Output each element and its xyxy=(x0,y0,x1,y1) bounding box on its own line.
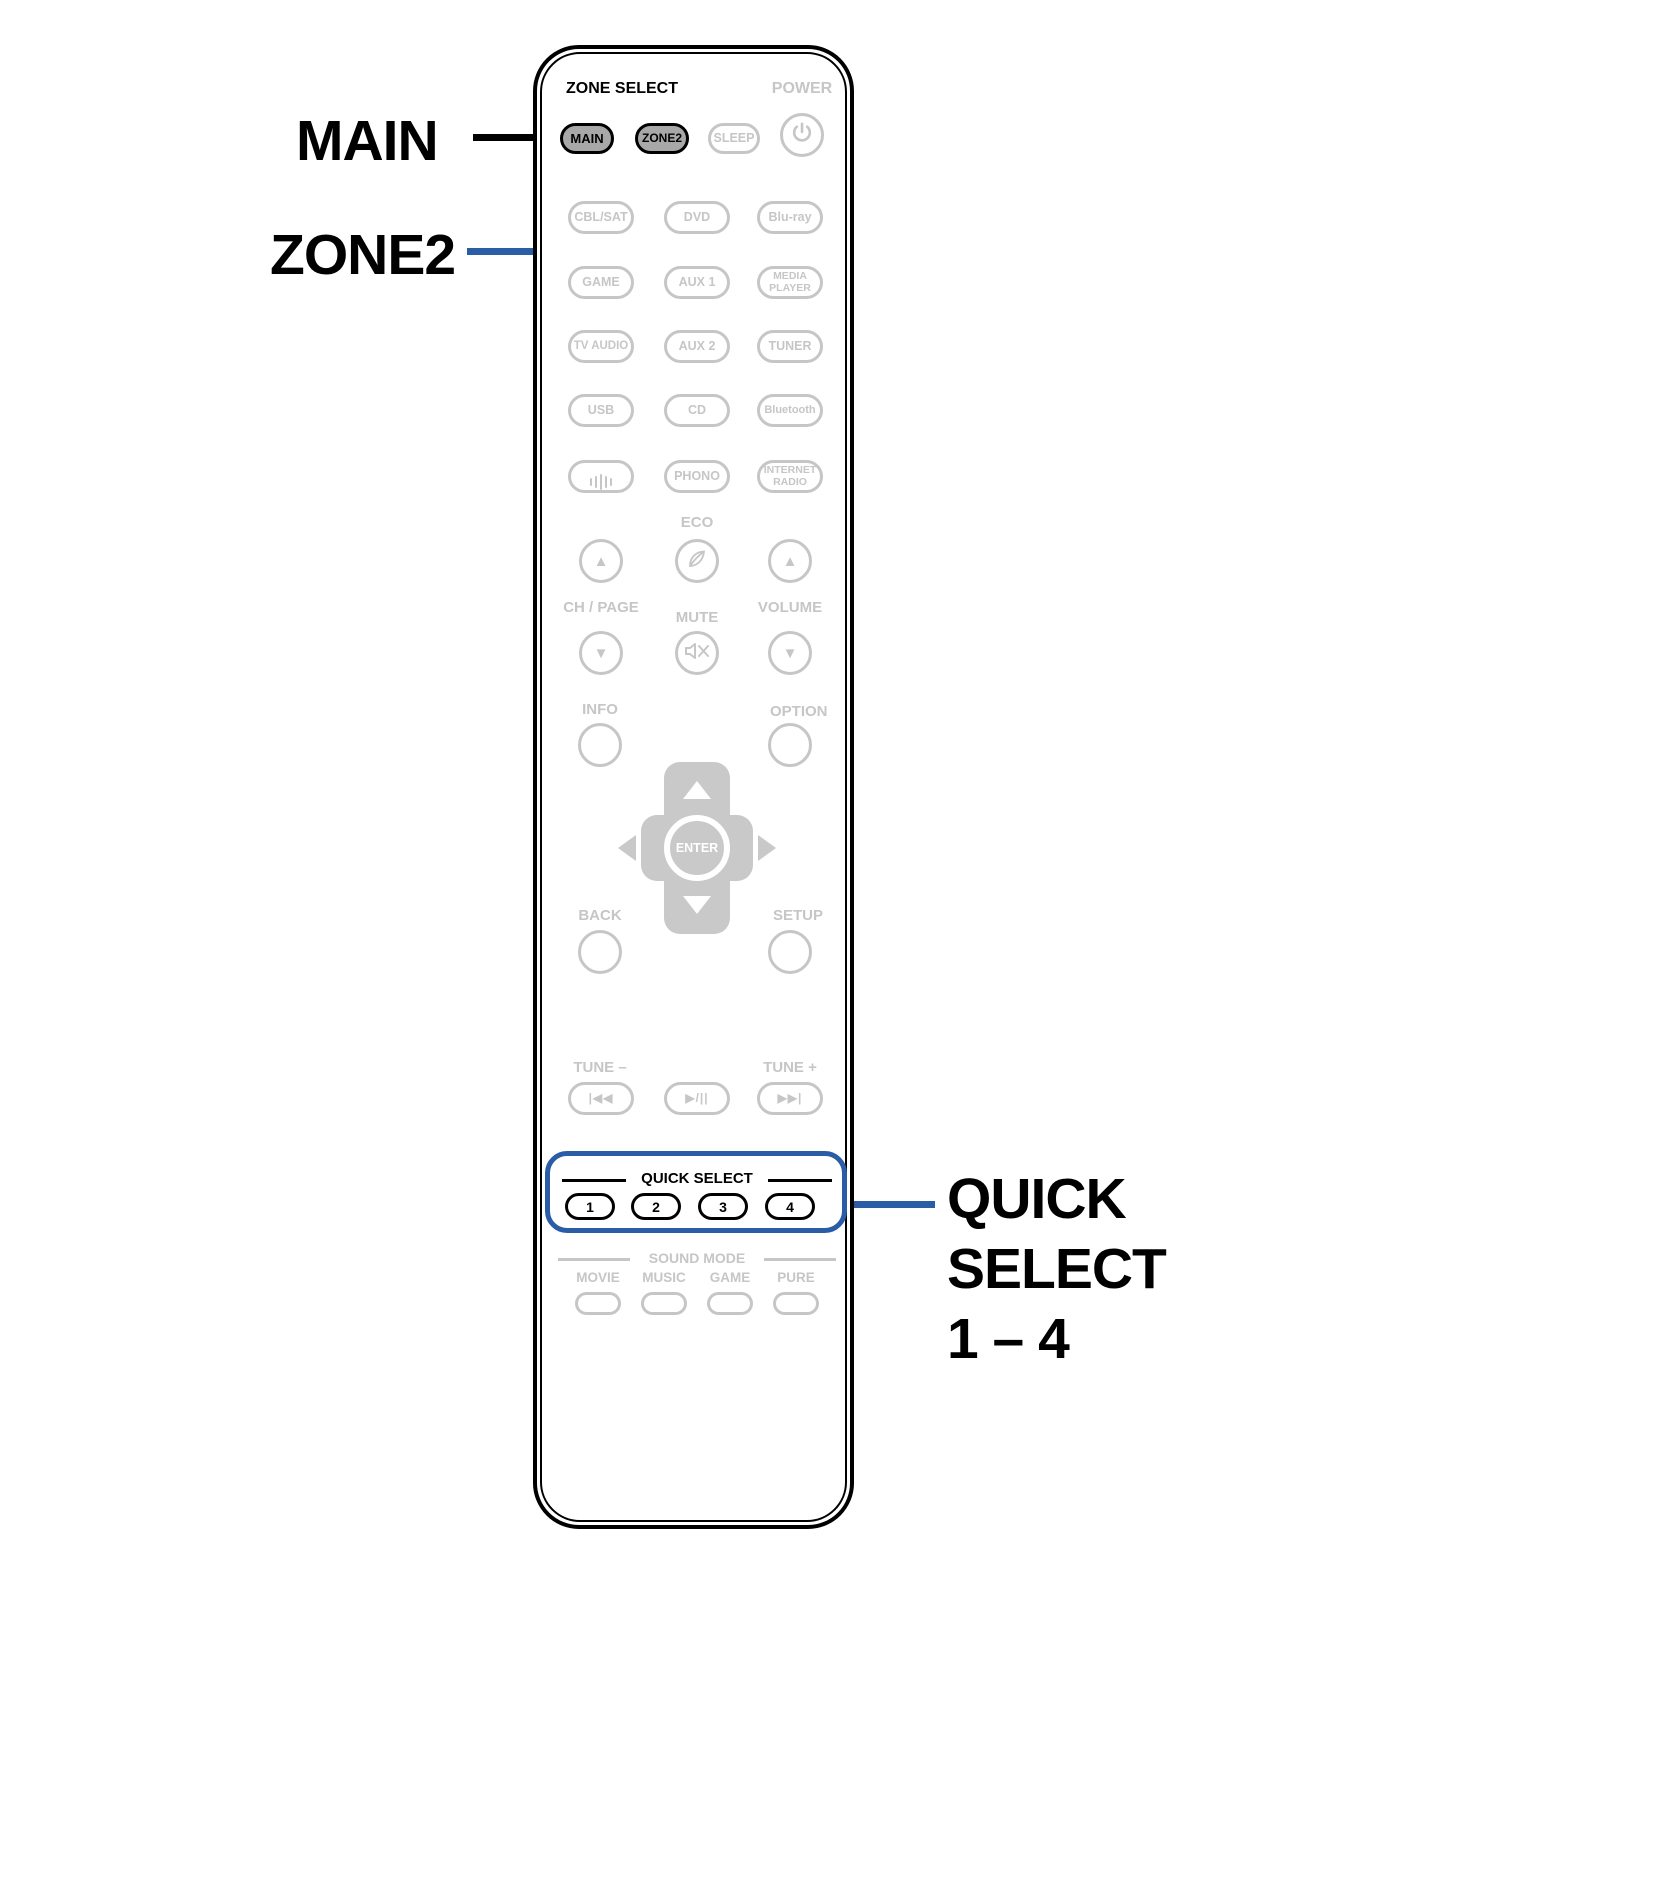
source-button-tv-audio: TV AUDIO xyxy=(568,330,634,363)
quick-select-1-button: 1 xyxy=(565,1193,615,1220)
quick-select-rule-left xyxy=(562,1179,626,1182)
dpad-down-icon xyxy=(683,896,711,914)
quick-select-label: QUICK SELECT xyxy=(641,1170,753,1187)
volume-label: VOLUME xyxy=(757,599,823,616)
down-triangle-icon: ▼ xyxy=(593,644,609,662)
source-button-tuner: TUNER xyxy=(757,330,823,363)
sound-mode-game-button xyxy=(707,1292,753,1315)
dpad-up-icon xyxy=(683,781,711,799)
quick-select-highlight-box xyxy=(545,1151,847,1233)
up-triangle-icon: ▲ xyxy=(593,552,609,570)
eco-label: ECO xyxy=(680,514,714,531)
source-button-audio-eq xyxy=(568,460,634,493)
power-button xyxy=(780,113,824,157)
sound-mode-rule-right xyxy=(764,1258,836,1261)
sound-mode-rule-left xyxy=(558,1258,630,1261)
source-button-blu-ray: Blu-ray xyxy=(757,201,823,234)
source-button-usb: USB xyxy=(568,394,634,427)
option-label: OPTION xyxy=(770,703,828,720)
skip-back-button: |◀◀ xyxy=(568,1082,634,1115)
zone-select-label: ZONE SELECT xyxy=(566,80,679,97)
ch-page-label: CH / PAGE xyxy=(563,599,639,616)
power-icon xyxy=(789,120,815,151)
source-button-bluetooth: Bluetooth xyxy=(757,394,823,427)
sound-mode-music-button xyxy=(641,1292,687,1315)
quick-select-4-button: 4 xyxy=(765,1193,815,1220)
sound-mode-pure-label: PURE xyxy=(777,1270,815,1285)
mute-label: MUTE xyxy=(675,609,719,626)
volume-down-button: ▼ xyxy=(768,631,812,675)
play-pause-button: ▶/|| xyxy=(664,1082,730,1115)
sound-mode-music-label: MUSIC xyxy=(642,1270,686,1285)
dpad-left-icon xyxy=(618,835,636,861)
option-button xyxy=(768,723,812,767)
enter-button: ENTER xyxy=(664,815,730,881)
audio-eq-icon xyxy=(586,459,616,493)
source-button-phono: PHONO xyxy=(664,460,730,493)
callout-quick-line xyxy=(845,1201,935,1208)
source-button-dvd: DVD xyxy=(664,201,730,234)
setup-button xyxy=(768,930,812,974)
zone2-button: ZONE2 xyxy=(635,123,689,154)
source-button-game: GAME xyxy=(568,266,634,299)
source-button-cbl-sat: CBL/SAT xyxy=(568,201,634,234)
sound-mode-pure-button xyxy=(773,1292,819,1315)
callout-quick-line1: QUICK xyxy=(947,1167,1127,1231)
mute-icon xyxy=(683,641,711,666)
sound-mode-game-label: GAME xyxy=(709,1270,751,1285)
sound-mode-movie-label: MOVIE xyxy=(576,1270,620,1285)
sound-mode-label: SOUND MODE xyxy=(648,1250,746,1266)
tune-plus-label: TUNE + xyxy=(763,1059,817,1076)
callout-quick-line3: 1 – 4 xyxy=(947,1307,1070,1371)
callout-main-label: MAIN xyxy=(296,109,439,173)
info-label: INFO xyxy=(582,701,618,718)
power-label: POWER xyxy=(771,80,833,97)
callout-main-line xyxy=(473,134,561,141)
mute-button xyxy=(675,631,719,675)
info-button xyxy=(578,723,622,767)
down-triangle-icon: ▼ xyxy=(782,644,798,662)
volume-up-button: ▲ xyxy=(768,539,812,583)
callout-quick-line2: SELECT xyxy=(947,1237,1167,1301)
remote-control-inner-outline xyxy=(540,52,847,1522)
sleep-button: SLEEP xyxy=(708,123,760,154)
source-button-internet-radio: INTERNET RADIO xyxy=(757,460,823,493)
callout-zone2-label: ZONE2 xyxy=(270,223,456,287)
source-button-aux2: AUX 2 xyxy=(664,330,730,363)
back-label: BACK xyxy=(578,907,622,924)
channel-down-button: ▼ xyxy=(579,631,623,675)
quick-select-3-button: 3 xyxy=(698,1193,748,1220)
setup-label: SETUP xyxy=(772,907,823,924)
eco-button xyxy=(675,539,719,583)
quick-select-2-button: 2 xyxy=(631,1193,681,1220)
eco-leaf-icon xyxy=(685,547,709,576)
dpad-right-icon xyxy=(758,835,776,861)
source-button-aux1: AUX 1 xyxy=(664,266,730,299)
main-zone-button: MAIN xyxy=(560,123,614,154)
up-triangle-icon: ▲ xyxy=(782,552,798,570)
skip-forward-button: ▶▶| xyxy=(757,1082,823,1115)
sound-mode-movie-button xyxy=(575,1292,621,1315)
back-button xyxy=(578,930,622,974)
quick-select-rule-right xyxy=(768,1179,832,1182)
channel-up-button: ▲ xyxy=(579,539,623,583)
source-button-media-player: MEDIA PLAYER xyxy=(757,266,823,299)
tune-minus-label: TUNE – xyxy=(573,1059,627,1076)
source-button-cd: CD xyxy=(664,394,730,427)
